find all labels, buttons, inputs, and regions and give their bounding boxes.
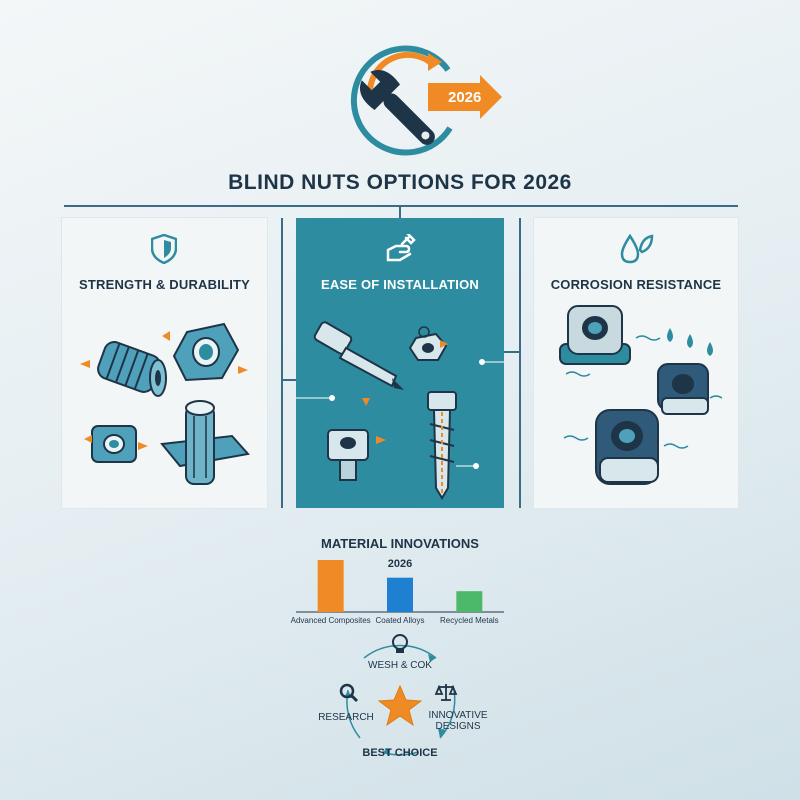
cycle-label-bottom: BEST CHOICE bbox=[362, 747, 438, 759]
panel-strength: STRENGTH & DURABILITY bbox=[62, 218, 267, 508]
hand-wrench-icon bbox=[386, 234, 416, 262]
bar bbox=[317, 560, 344, 612]
star-icon bbox=[377, 684, 423, 727]
panel-title: STRENGTH & DURABILITY bbox=[78, 277, 251, 292]
divider-line bbox=[281, 218, 283, 508]
corrosion-illustration bbox=[559, 305, 723, 485]
square-nut-icon bbox=[91, 425, 137, 463]
strength-illustration bbox=[80, 322, 250, 485]
cycle-label-top: WESH & COK bbox=[368, 660, 432, 671]
category-label: Coated Alloys bbox=[376, 616, 425, 625]
hex-nut-icon bbox=[172, 322, 240, 382]
category-label: Recycled Metals bbox=[440, 616, 499, 625]
scale-icon bbox=[434, 684, 458, 701]
panel-installation: EASE OF INSTALLATION bbox=[296, 218, 504, 508]
wave-lines-icon bbox=[563, 335, 723, 449]
connector-line bbox=[281, 379, 296, 381]
water-leaf-icon bbox=[620, 233, 654, 264]
force-arrows-icon bbox=[80, 331, 248, 450]
coated-nut-icon bbox=[595, 409, 659, 485]
bar bbox=[456, 591, 483, 612]
search-icon bbox=[339, 683, 359, 703]
page-title: BLIND NUTS OPTIONS FOR 2026 bbox=[228, 171, 572, 194]
shield-icon bbox=[151, 234, 177, 264]
panel-title: CORROSION RESISTANCE bbox=[550, 277, 722, 292]
panel-title: EASE OF INSTALLATION bbox=[320, 277, 480, 292]
chart-title: MATERIAL INNOVATIONS bbox=[321, 536, 479, 551]
rivet-tool-icon bbox=[313, 321, 404, 390]
expansion-bolt-icon bbox=[427, 391, 457, 500]
bar bbox=[387, 577, 413, 612]
divider-line bbox=[519, 218, 521, 508]
threaded-insert-icon bbox=[97, 341, 167, 397]
cycle-label-left: RESEARCH bbox=[318, 712, 374, 723]
installation-illustration bbox=[296, 321, 504, 500]
divider-line bbox=[64, 205, 738, 207]
bar-chart: Advanced Composites Coated Alloys Recycled… bbox=[291, 560, 504, 625]
lightbulb-icon bbox=[392, 634, 408, 653]
coated-nut-icon bbox=[559, 305, 631, 365]
category-label: Advanced Composites bbox=[291, 616, 371, 625]
coated-nut-icon bbox=[657, 363, 709, 415]
logo-year: 2026 bbox=[448, 89, 481, 106]
connector-line bbox=[504, 351, 520, 353]
connector-line bbox=[399, 205, 401, 219]
water-drop-icon bbox=[667, 328, 713, 356]
cycle-label-right: INNOVATIVE DESIGNS bbox=[428, 710, 488, 732]
hex-nut-icon bbox=[408, 326, 448, 361]
cycle-diagram bbox=[339, 634, 458, 756]
header-logo: 2026 bbox=[350, 45, 502, 156]
chart-subtitle: 2026 bbox=[387, 558, 413, 570]
guide-arrows-icon bbox=[362, 340, 448, 444]
square-nut-icon bbox=[327, 429, 369, 481]
panel-corrosion: CORROSION RESISTANCE bbox=[534, 218, 738, 508]
wrench-icon bbox=[359, 69, 435, 145]
flange-nut-icon bbox=[160, 400, 250, 485]
